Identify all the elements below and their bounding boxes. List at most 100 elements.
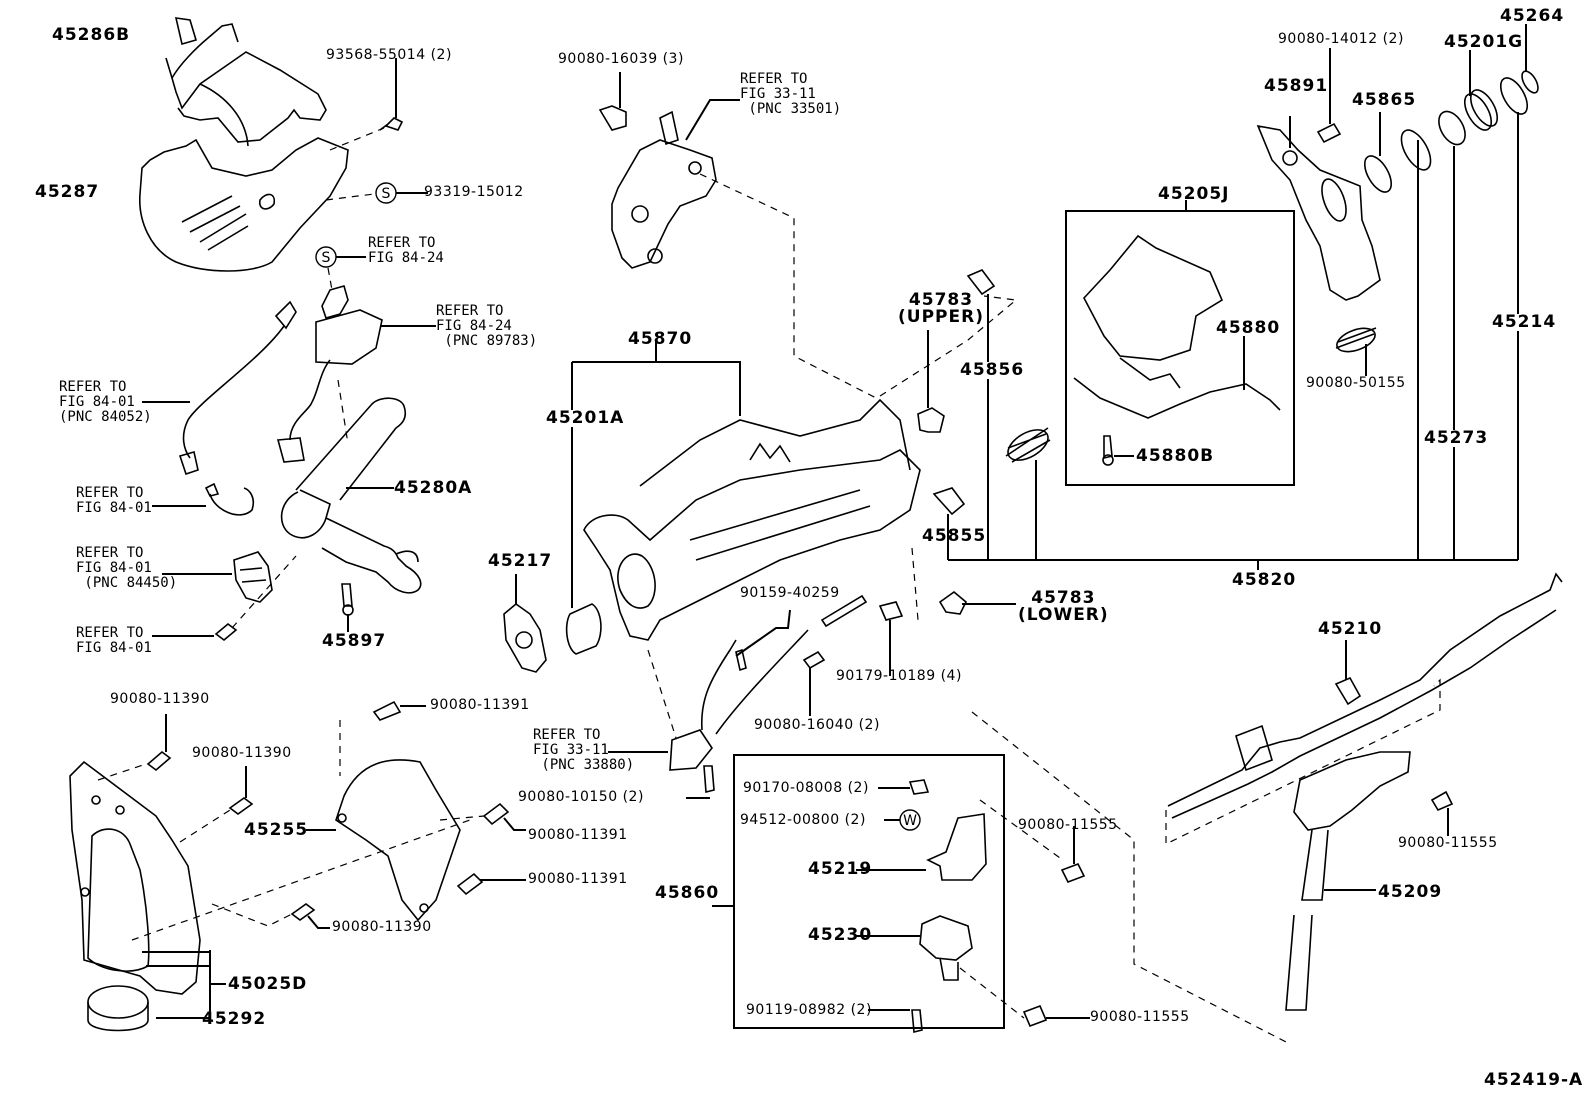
tilt-bracket-part[interactable] bbox=[598, 105, 717, 269]
label-45209[interactable]: 45209 bbox=[1378, 882, 1443, 902]
ring-45865-part[interactable] bbox=[1359, 152, 1396, 197]
label-45783-upper[interactable]: 45783 (UPPER) bbox=[898, 290, 984, 327]
bolt-part[interactable] bbox=[911, 1009, 923, 1034]
label-45783-lower[interactable]: 45783 (LOWER) bbox=[1018, 588, 1109, 625]
column-bracket-part[interactable] bbox=[583, 398, 921, 641]
bolt-part[interactable] bbox=[1022, 1004, 1048, 1028]
label-90080-11555-a[interactable]: 90080-11555 bbox=[1018, 817, 1118, 833]
label-90179-10189[interactable]: 90179-10189 (4) bbox=[836, 668, 962, 684]
bolt-part[interactable] bbox=[456, 872, 484, 896]
clamp-part[interactable] bbox=[204, 482, 255, 516]
spring-45201G-part[interactable] bbox=[1459, 86, 1502, 135]
nut-part[interactable] bbox=[908, 779, 930, 795]
label-90170-08008[interactable]: 90170-08008 (2) bbox=[743, 780, 869, 796]
label-90080-11390-b[interactable]: 90080-11390 bbox=[192, 745, 292, 761]
label-refer-fig-84-01-b[interactable]: REFER TO FIG 84-01 bbox=[76, 485, 152, 516]
support-45217-part[interactable] bbox=[503, 602, 547, 673]
label-45280A[interactable]: 45280A bbox=[394, 478, 473, 498]
bolt-part[interactable] bbox=[703, 765, 715, 794]
collar-45855-part[interactable] bbox=[932, 487, 966, 516]
bolt-part[interactable] bbox=[228, 797, 254, 815]
label-refer-fig-84-01-d[interactable]: REFER TO FIG 84-01 bbox=[76, 625, 152, 656]
label-refer-fig-33-11-pnc-33501[interactable]: REFER TO FIG 33-11 (PNC 33501) bbox=[740, 71, 842, 117]
column-bracket-45255-part[interactable] bbox=[335, 759, 461, 922]
label-93319-15012[interactable]: 93319-15012 bbox=[424, 184, 524, 200]
switch-assembly-part[interactable] bbox=[276, 285, 383, 463]
label-45820[interactable]: 45820 bbox=[1232, 570, 1297, 590]
label-45214[interactable]: 45214 bbox=[1492, 312, 1557, 332]
label-45865[interactable]: 45865 bbox=[1352, 90, 1417, 110]
label-45292[interactable]: 45292 bbox=[202, 1009, 267, 1029]
label-45025D[interactable]: 45025D bbox=[228, 974, 308, 994]
label-45217[interactable]: 45217 bbox=[488, 551, 553, 571]
label-90080-11390-a[interactable]: 90080-11390 bbox=[110, 691, 210, 707]
label-90080-10150[interactable]: 90080-10150 (2) bbox=[518, 789, 644, 805]
bracket-45230-part[interactable] bbox=[919, 915, 973, 981]
bolt-45880B-part[interactable] bbox=[1102, 435, 1114, 466]
label-90080-16040[interactable]: 90080-16040 (2) bbox=[754, 717, 880, 733]
label-90080-11391-b[interactable]: 90080-11391 bbox=[528, 827, 628, 843]
label-45880B[interactable]: 45880B bbox=[1136, 446, 1215, 466]
label-45264[interactable]: 45264 bbox=[1500, 6, 1565, 26]
label-90080-11391-c[interactable]: 90080-11391 bbox=[528, 871, 628, 887]
label-45210[interactable]: 45210 bbox=[1318, 619, 1383, 639]
label-refer-fig-84-01-pnc-84052[interactable]: REFER TO FIG 84-01 (PNC 84052) bbox=[59, 379, 152, 425]
ring-part[interactable] bbox=[1433, 107, 1470, 149]
label-90080-11555-b[interactable]: 90080-11555 bbox=[1090, 1009, 1190, 1025]
ring-part[interactable] bbox=[1495, 74, 1532, 119]
bolt-part[interactable] bbox=[1060, 862, 1086, 884]
spring-part[interactable] bbox=[1003, 424, 1053, 467]
snap-ring-45264-part[interactable] bbox=[1519, 69, 1541, 96]
label-90119-08982[interactable]: 90119-08982 (2) bbox=[746, 1002, 872, 1018]
stopper-lower-part[interactable] bbox=[938, 590, 967, 615]
label-45856[interactable]: 45856 bbox=[960, 360, 1025, 380]
label-refer-fig-84-24-a[interactable]: REFER TO FIG 84-24 bbox=[368, 235, 444, 266]
intermediate-shaft-45209-part[interactable] bbox=[1285, 751, 1411, 1011]
label-94512-00800[interactable]: 94512-00800 (2) bbox=[740, 812, 866, 828]
label-45201A[interactable]: 45201A bbox=[546, 408, 625, 428]
upper-column-cover-part[interactable] bbox=[165, 17, 327, 147]
label-90080-11391-a[interactable]: 90080-11391 bbox=[430, 697, 530, 713]
label-90080-11390-c[interactable]: 90080-11390 bbox=[332, 919, 432, 935]
label-90080-16039[interactable]: 90080-16039 (3) bbox=[558, 51, 684, 67]
hole-cover-part[interactable] bbox=[69, 760, 201, 995]
main-shaft-45210-part[interactable] bbox=[1167, 572, 1563, 819]
label-90080-14012[interactable]: 90080-14012 (2) bbox=[1278, 31, 1404, 47]
bolt-part[interactable] bbox=[372, 700, 402, 721]
bolt-part[interactable] bbox=[735, 648, 747, 672]
tilt-lever-part[interactable] bbox=[1073, 234, 1281, 419]
ignition-housing-part[interactable] bbox=[280, 397, 422, 594]
label-93568-55014[interactable]: 93568-55014 (2) bbox=[326, 47, 452, 63]
label-45891[interactable]: 45891 bbox=[1264, 76, 1329, 96]
bearing-45201A-part[interactable] bbox=[565, 603, 602, 655]
pin-45897-part[interactable] bbox=[341, 583, 354, 616]
dust-seal-45292-part[interactable] bbox=[87, 985, 149, 1032]
ring-part[interactable] bbox=[1395, 125, 1436, 174]
label-45286B[interactable]: 45286B bbox=[52, 25, 131, 45]
label-refer-fig-33-11-pnc-33880[interactable]: REFER TO FIG 33-11 (PNC 33880) bbox=[533, 727, 635, 773]
label-45870[interactable]: 45870 bbox=[628, 329, 693, 349]
label-90080-50155[interactable]: 90080-50155 bbox=[1306, 375, 1406, 391]
shaft-45219-part[interactable] bbox=[926, 813, 987, 881]
wire-harness-part[interactable] bbox=[178, 300, 297, 476]
label-45255[interactable]: 45255 bbox=[244, 820, 309, 840]
label-90080-11555-c[interactable]: 90080-11555 bbox=[1398, 835, 1498, 851]
bolt-part[interactable] bbox=[146, 750, 172, 772]
bolt-part[interactable] bbox=[802, 650, 826, 670]
label-45855[interactable]: 45855 bbox=[922, 526, 987, 546]
label-45860[interactable]: 45860 bbox=[655, 883, 720, 903]
bolt-90080-14012-part[interactable] bbox=[1316, 122, 1342, 144]
bolt-part[interactable] bbox=[482, 802, 510, 826]
label-refer-fig-84-24-b[interactable]: REFER TO FIG 84-24 (PNC 89783) bbox=[436, 303, 538, 349]
connector-part[interactable] bbox=[669, 629, 809, 771]
stud-bolt-part[interactable] bbox=[820, 594, 868, 628]
label-45273[interactable]: 45273 bbox=[1424, 428, 1489, 448]
support-bracket-45891-part[interactable] bbox=[1256, 124, 1381, 301]
bolt-part[interactable] bbox=[1430, 790, 1454, 812]
tension-spring-part[interactable] bbox=[1334, 324, 1378, 356]
label-45219[interactable]: 45219 bbox=[808, 859, 873, 879]
label-90159-40259[interactable]: 90159-40259 bbox=[740, 585, 840, 601]
cylinder-45856-part[interactable] bbox=[966, 269, 996, 296]
label-45287[interactable]: 45287 bbox=[35, 182, 100, 202]
label-45205J[interactable]: 45205J bbox=[1158, 184, 1230, 204]
